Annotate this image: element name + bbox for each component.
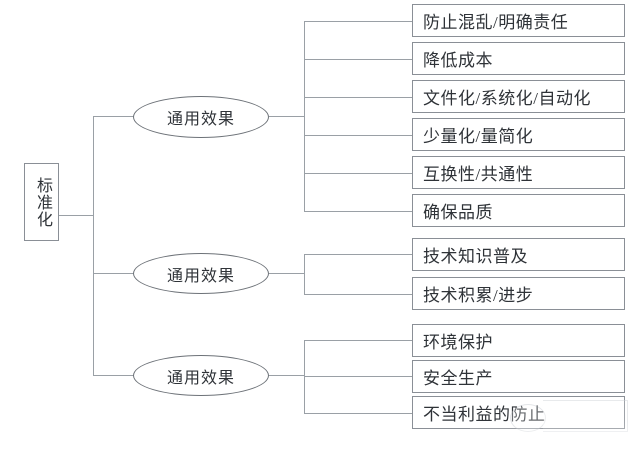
connector-comb-spine-2: [304, 254, 305, 294]
connector-tooth-1-6: [304, 211, 412, 212]
group-node-1-label: 通用效果: [166, 111, 235, 128]
leaf-label-3-2: 安全生产: [423, 369, 493, 388]
connector-comb-spine-1: [304, 21, 305, 211]
leaf-box-3-1[interactable]: 环境保护: [412, 324, 625, 357]
leaf-box-3-2[interactable]: 安全生产: [412, 360, 625, 393]
leaf-box-2-1[interactable]: 技术知识普及: [412, 238, 625, 271]
leaf-box-1-6[interactable]: 确保品质: [412, 194, 625, 227]
leaf-label-1-5: 互换性/共通性: [423, 165, 534, 184]
leaf-label-1-6: 确保品质: [423, 203, 493, 222]
connector-tooth-2-2: [304, 294, 412, 295]
root-node-label: 标准化: [33, 176, 51, 228]
leaf-label-1-1: 防止混乱/明确责任: [423, 13, 569, 32]
group-node-1[interactable]: 通用效果: [133, 96, 269, 138]
leaf-label-2-1: 技术知识普及: [423, 247, 528, 266]
connector-tooth-3-2: [304, 376, 412, 377]
connector-node3-to-comb: [269, 375, 304, 376]
connector-tooth-3-3: [304, 413, 412, 414]
connector-node1-to-comb: [269, 116, 304, 117]
leaf-label-1-4: 少量化/量简化: [423, 127, 534, 146]
leaf-box-3-3[interactable]: 不当利益的防止: [412, 396, 625, 429]
connector-spine-to-node-2: [93, 273, 135, 274]
leaf-box-1-5[interactable]: 互换性/共通性: [412, 156, 625, 189]
connector-tooth-1-4: [304, 135, 412, 136]
connector-tooth-1-3: [304, 97, 412, 98]
group-node-2-label: 通用效果: [166, 267, 235, 285]
connector-spine-to-node-1: [93, 116, 135, 117]
connector-tooth-1-1: [304, 21, 412, 22]
leaf-label-1-2: 降低成本: [423, 51, 493, 70]
leaf-label-2-2: 技术积累/进步: [423, 286, 534, 305]
leaf-box-1-3[interactable]: 文件化/系统化/自动化: [412, 80, 625, 113]
connector-tooth-1-2: [304, 59, 412, 60]
group-node-3-label: 通用效果: [166, 369, 235, 387]
group-node-3[interactable]: 通用效果: [133, 355, 269, 396]
connector-node2-to-comb: [269, 273, 304, 274]
connector-tooth-3-1: [304, 340, 412, 341]
leaf-label-3-3: 不当利益的防止: [423, 405, 546, 424]
leaf-box-2-2[interactable]: 技术积累/进步: [412, 277, 625, 310]
leaf-label-3-1: 环境保护: [423, 333, 493, 352]
connector-main-spine: [93, 116, 94, 375]
group-node-2[interactable]: 通用效果: [133, 253, 269, 294]
leaf-label-1-3: 文件化/系统化/自动化: [423, 89, 591, 108]
connector-tooth-2-1: [304, 254, 412, 255]
connector-tooth-1-5: [304, 173, 412, 174]
connector-spine-to-node-3: [93, 375, 135, 376]
leaf-box-1-2[interactable]: 降低成本: [412, 42, 625, 75]
root-node-standardization[interactable]: 标准化: [24, 163, 59, 241]
leaf-box-1-4[interactable]: 少量化/量简化: [412, 118, 625, 151]
leaf-box-1-1[interactable]: 防止混乱/明确责任: [412, 4, 625, 37]
connector-root-stub: [59, 215, 93, 216]
